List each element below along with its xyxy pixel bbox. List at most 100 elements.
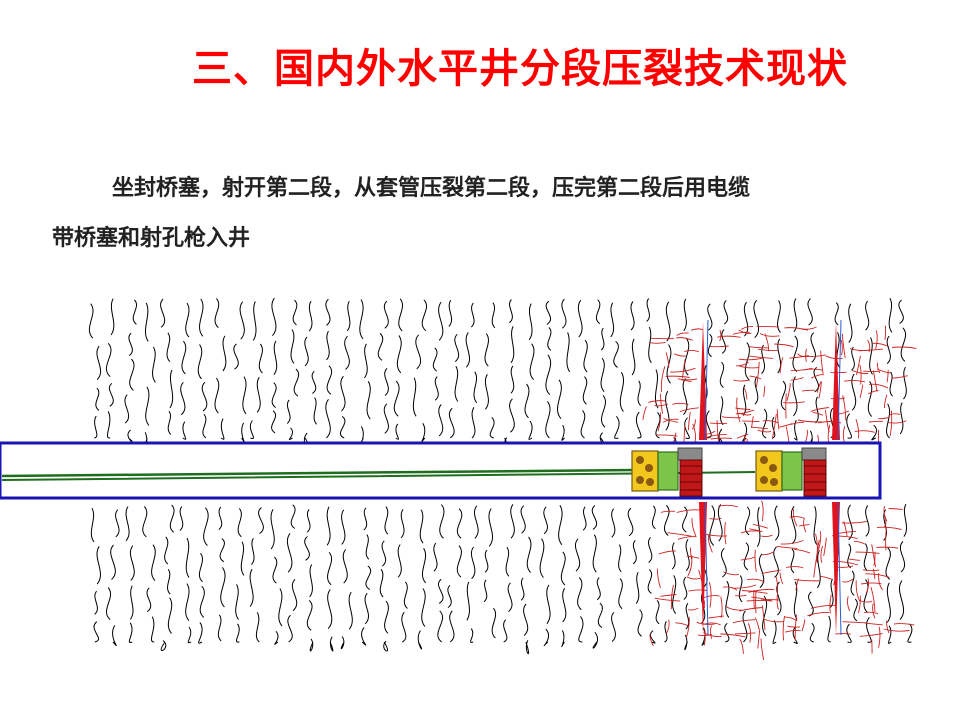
induced-fracture-stroke <box>721 416 742 419</box>
natural-fracture-stroke <box>470 546 476 580</box>
natural-fracture-stroke <box>217 614 222 642</box>
natural-fracture-stroke <box>577 577 583 611</box>
natural-fracture-stroke <box>663 504 670 536</box>
induced-fracture-stroke <box>820 575 834 581</box>
natural-fracture-stroke <box>185 537 190 578</box>
natural-fracture-stroke <box>220 418 225 440</box>
induced-fracture-stroke <box>735 361 749 367</box>
induced-fracture-stroke <box>654 597 681 602</box>
natural-fracture-stroke <box>600 357 605 393</box>
natural-fracture-stroke <box>683 298 687 332</box>
natural-fracture-stroke <box>505 546 510 577</box>
natural-fracture-stroke <box>619 371 624 412</box>
natural-fracture-stroke <box>308 300 313 332</box>
induced-fracture-stroke <box>709 345 729 348</box>
natural-fracture-stroke <box>867 381 873 417</box>
natural-fracture-stroke <box>438 578 444 604</box>
natural-fracture-stroke <box>484 549 489 573</box>
induced-fracture-stroke <box>872 603 876 619</box>
natural-fracture-stroke <box>682 378 688 415</box>
induced-fracture-stroke <box>776 409 780 430</box>
natural-fracture-stroke <box>470 302 475 328</box>
natural-fracture-stroke <box>325 298 331 326</box>
natural-fracture-stroke <box>611 508 616 538</box>
natural-fracture-stroke <box>96 546 101 585</box>
natural-fracture-stroke <box>847 543 852 569</box>
natural-fracture-stroke <box>366 381 371 420</box>
induced-fracture-stroke <box>659 393 664 414</box>
induced-fracture-stroke <box>888 508 903 510</box>
induced-fracture-stroke <box>670 584 674 610</box>
natural-fracture-stroke <box>239 301 245 340</box>
induced-fracture-stroke <box>657 412 662 432</box>
natural-fracture-stroke <box>164 536 169 565</box>
natural-fracture-stroke <box>491 302 496 329</box>
natural-fracture-stroke <box>421 548 427 584</box>
natural-fracture-stroke <box>448 299 453 327</box>
natural-fracture-stroke <box>754 376 759 405</box>
induced-fracture-stroke <box>829 594 832 614</box>
induced-fracture-stroke <box>738 329 752 335</box>
induced-fracture-stroke <box>888 420 907 424</box>
natural-fracture-stroke <box>509 299 513 324</box>
natural-fracture-stroke <box>898 580 905 620</box>
natural-fracture-stroke <box>709 505 716 546</box>
natural-fracture-stroke <box>637 609 643 637</box>
induced-fracture-stroke <box>858 595 861 614</box>
induced-fracture-stroke <box>724 522 727 545</box>
natural-fracture-stroke <box>561 424 565 441</box>
natural-fracture-stroke <box>743 542 749 571</box>
natural-fracture-stroke <box>556 379 562 420</box>
induced-fracture-stroke <box>883 505 888 522</box>
natural-fracture-stroke <box>888 297 893 333</box>
natural-fracture-stroke <box>203 507 209 546</box>
natural-fracture-stroke <box>484 333 489 367</box>
induced-fracture-stroke <box>859 600 873 603</box>
natural-fracture-stroke <box>222 335 227 372</box>
natural-fracture-stroke <box>384 506 389 535</box>
natural-fracture-stroke <box>363 507 368 531</box>
natural-fracture-stroke <box>145 386 150 426</box>
natural-fracture-stroke <box>197 344 203 380</box>
natural-fracture-stroke <box>614 415 620 439</box>
natural-fracture-stroke <box>772 620 777 644</box>
induced-fracture-stroke <box>785 393 787 419</box>
natural-fracture-stroke <box>438 404 444 437</box>
natural-fracture-stroke <box>181 340 187 375</box>
natural-fracture-stroke <box>813 506 818 545</box>
natural-fracture-stroke <box>792 376 798 417</box>
natural-fracture-stroke <box>611 611 616 642</box>
natural-fracture-stroke <box>339 416 346 439</box>
natural-fracture-stroke <box>528 420 533 440</box>
induced-fracture-stroke <box>762 551 775 556</box>
natural-fracture-stroke <box>907 623 913 643</box>
natural-fracture-stroke <box>545 400 551 439</box>
natural-fracture-stroke <box>403 581 408 609</box>
natural-fracture-stroke <box>827 615 831 643</box>
natural-fracture-stroke <box>325 398 331 439</box>
natural-fracture-stroke <box>313 397 318 425</box>
natural-fracture-stroke <box>863 543 868 571</box>
induced-fracture-stroke <box>854 541 865 545</box>
induced-fracture-stroke <box>751 416 754 428</box>
induced-fracture-stroke <box>775 576 779 599</box>
induced-fracture-stroke <box>779 357 784 374</box>
induced-fracture-stroke <box>865 573 890 578</box>
natural-fracture-stroke <box>340 375 346 412</box>
induced-fracture-stroke <box>878 626 881 648</box>
natural-fracture-stroke <box>241 422 245 444</box>
natural-fracture-stroke <box>631 338 636 376</box>
natural-fracture-stroke <box>271 382 277 409</box>
natural-fracture-stroke <box>449 610 455 643</box>
induced-fracture-stroke <box>835 633 851 635</box>
natural-fracture-stroke <box>250 538 255 565</box>
induced-fracture-stroke <box>726 606 742 611</box>
natural-fracture-stroke <box>632 539 637 565</box>
natural-fracture-stroke <box>439 504 445 539</box>
natural-fracture-stroke <box>651 505 656 530</box>
natural-fracture-stroke <box>327 589 333 630</box>
induced-fracture-stroke <box>858 348 883 352</box>
induced-fracture-stroke <box>748 588 775 593</box>
natural-fracture-stroke <box>270 509 275 550</box>
natural-fracture-stroke <box>836 332 840 368</box>
